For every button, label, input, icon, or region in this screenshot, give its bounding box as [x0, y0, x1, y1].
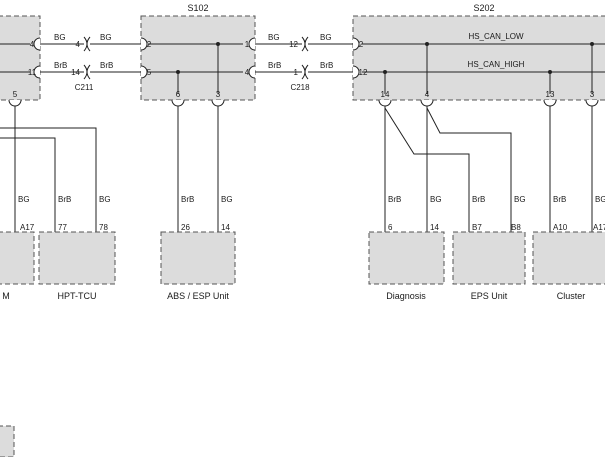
hs-can-high-label: HS_CAN_HIGH	[468, 60, 525, 69]
abs-esp-module	[160, 231, 236, 285]
c218-label: C218	[290, 83, 310, 92]
c218-connector-top-mate	[304, 36, 309, 52]
pin-number: 3	[216, 90, 221, 99]
pin-number: 5	[13, 90, 18, 99]
wire-color-label: BG	[100, 33, 112, 42]
pin-number: 14	[71, 68, 80, 77]
wire-to-hpt-tcu-78	[0, 127, 97, 232]
pin-number: 14	[430, 223, 439, 232]
wire-color-label: BG	[514, 195, 526, 204]
pin-number: 77	[58, 223, 67, 232]
wire-color-label: BrB	[100, 61, 113, 70]
wire-to-eps-b8	[426, 107, 512, 232]
wire-color-label: BG	[54, 33, 66, 42]
connector-pin	[352, 37, 360, 51]
legend-partial-box	[0, 425, 15, 457]
connector-pin	[543, 99, 557, 107]
wire-color-label: BrB	[58, 195, 71, 204]
pin-number: A17	[593, 223, 605, 232]
pin-number: 4	[245, 68, 250, 77]
eps-module	[452, 231, 526, 285]
connector-pin	[248, 65, 256, 79]
module-name: M	[2, 291, 10, 301]
left-partial-module	[0, 231, 35, 285]
module-name: ABS / ESP Unit	[167, 291, 229, 301]
wire-color-label: BrB	[388, 195, 401, 204]
c211-label: C211	[75, 83, 94, 92]
wire-color-label: BrB	[553, 195, 566, 204]
module-name: HPT-TCU	[58, 291, 97, 301]
pin-number: 1	[294, 68, 299, 77]
s202-splice-box	[352, 15, 605, 101]
s102-splice-box	[140, 15, 256, 101]
pin-number: B8	[511, 223, 521, 232]
s102-label: S102	[187, 3, 208, 13]
wire-color-label: BrB	[181, 195, 194, 204]
pin-number: 26	[181, 223, 190, 232]
wire-color-label: BG	[268, 33, 280, 42]
connector-pin	[171, 99, 185, 107]
connector-pin	[352, 65, 360, 79]
wire-color-label: BG	[595, 195, 605, 204]
wire-color-label: BG	[99, 195, 111, 204]
pin-number: A10	[553, 223, 568, 232]
cluster-module	[532, 231, 605, 285]
wire-to-hpt-tcu-77	[0, 137, 56, 232]
s202-label: S202	[473, 3, 494, 13]
wire-color-label: BG	[221, 195, 233, 204]
pin-number: 12	[359, 68, 368, 77]
pin-number: 2	[147, 40, 152, 49]
pin-number: 13	[546, 90, 555, 99]
wire-color-label: BG	[18, 195, 30, 204]
pin-number: 6	[388, 223, 393, 232]
pin-number: 4	[30, 40, 35, 49]
module-name: EPS Unit	[471, 291, 508, 301]
hs-can-low-label: HS_CAN_LOW	[468, 32, 524, 41]
connector-pin	[420, 99, 434, 107]
pin-number: 12	[289, 40, 298, 49]
connector-pin	[8, 99, 22, 107]
pin-number: 2	[359, 40, 364, 49]
wire-color-label: BG	[320, 33, 332, 42]
pin-number: 4	[76, 40, 81, 49]
wire-color-label: BG	[430, 195, 442, 204]
pin-number: 14	[221, 223, 230, 232]
module-name: Cluster	[557, 291, 586, 301]
connector-pin	[33, 65, 41, 79]
diagnosis-module	[368, 231, 445, 285]
connector-pin	[248, 37, 256, 51]
wire-color-label: BrB	[472, 195, 485, 204]
connector-pin	[140, 37, 148, 51]
wire-color-label: BrB	[54, 61, 67, 70]
pin-number: B7	[472, 223, 482, 232]
wire-color-label: BrB	[268, 61, 281, 70]
c211-connector-top-mate	[86, 36, 91, 52]
connector-pin	[585, 99, 599, 107]
c211-connector-bottom-mate	[86, 64, 91, 80]
connector-pin	[378, 99, 392, 107]
hpt-tcu-module	[38, 231, 116, 285]
wire-color-label: BrB	[320, 61, 333, 70]
pin-number: 4	[425, 90, 430, 99]
pin-number: 14	[381, 90, 390, 99]
pin-number: 6	[176, 90, 181, 99]
connector-pin	[211, 99, 225, 107]
pin-number: 1	[245, 40, 250, 49]
pin-number: 3	[590, 90, 595, 99]
connector-pin	[140, 65, 148, 79]
c218-connector-bottom-mate	[304, 64, 309, 80]
pin-number: 5	[147, 68, 152, 77]
pin-number: A17	[20, 223, 35, 232]
left-module-box	[0, 15, 41, 101]
module-name: Diagnosis	[386, 291, 426, 301]
pin-number: 78	[99, 223, 108, 232]
connector-pin	[33, 37, 41, 51]
wire-to-eps-b7	[384, 107, 470, 232]
pin-number: 11	[28, 68, 37, 77]
